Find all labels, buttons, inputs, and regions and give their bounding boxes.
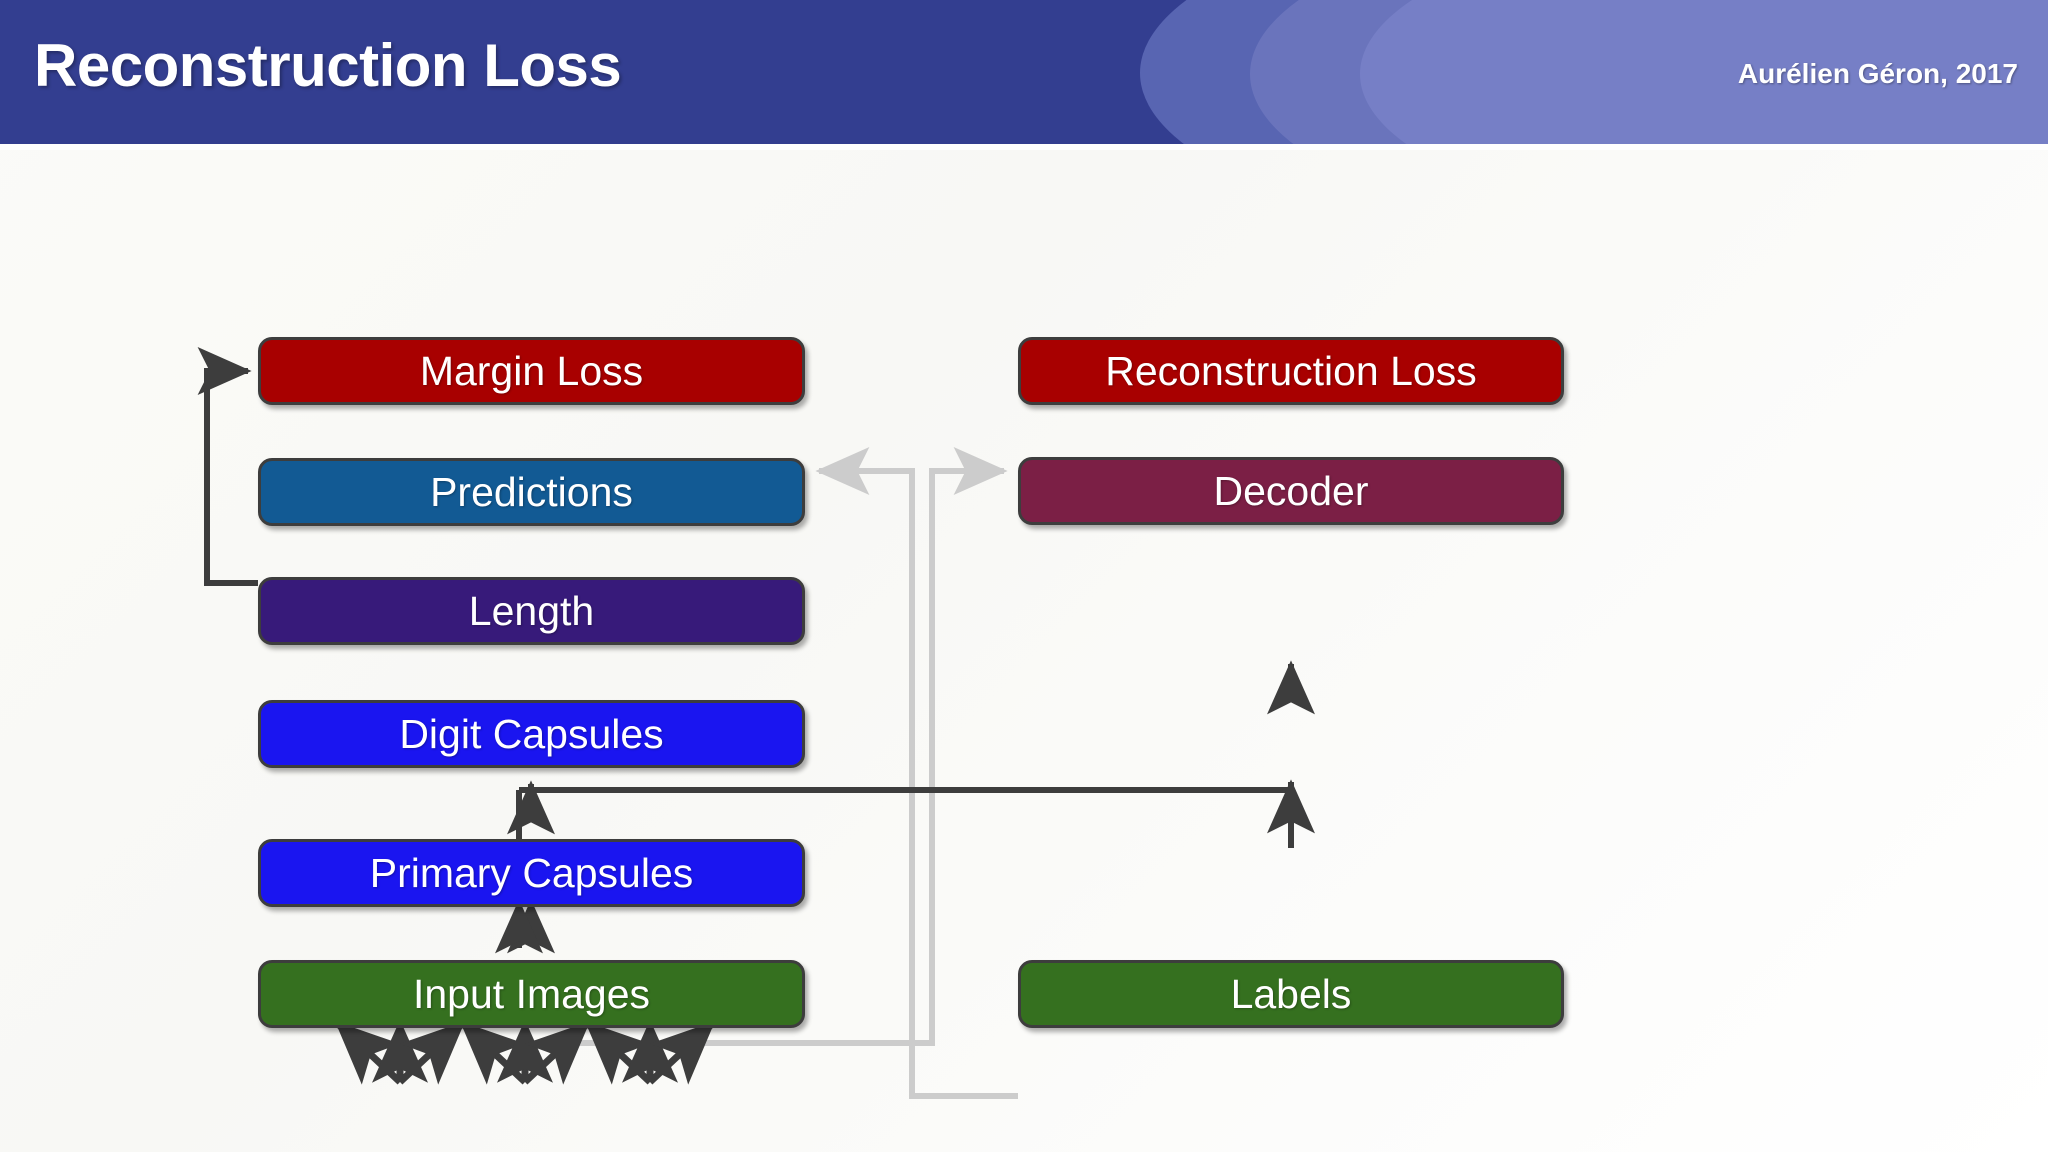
node-primary-capsules-label: Primary Capsules	[369, 849, 694, 896]
edge-labels-to-margin-loss	[815, 447, 1018, 1099]
edge-input-images-to-reconstruction-loss	[531, 447, 1008, 1046]
header-divider	[0, 144, 2048, 150]
node-decoder[interactable]: Decoder	[1018, 457, 1564, 525]
node-reconstruction-loss[interactable]: Reconstruction Loss	[1018, 337, 1564, 405]
node-predictions-label: Predictions	[430, 468, 633, 515]
node-length-label: Length	[468, 587, 595, 634]
slide-header: Reconstruction Loss Aurélien Géron, 2017	[0, 0, 2048, 148]
attribution-text: Aurélien Géron, 2017	[1737, 58, 2018, 89]
node-input-images[interactable]: Input Images	[258, 960, 805, 1028]
node-digit-capsules[interactable]: Digit Capsules	[258, 700, 805, 768]
flowchart-diagram: Margin Loss Predictions Length Digit Cap…	[0, 148, 2048, 1152]
node-decoder-label: Decoder	[1213, 467, 1369, 514]
edge-length-to-margin-loss	[197, 347, 258, 586]
node-input-images-label: Input Images	[412, 970, 651, 1017]
edge-primary-capsules-to-digit-capsules	[334, 1019, 716, 1085]
page-title: Reconstruction Loss	[34, 32, 622, 99]
flowchart-edges	[197, 347, 1315, 1099]
node-labels-label: Labels	[1230, 970, 1352, 1017]
node-margin-loss[interactable]: Margin Loss	[258, 337, 805, 405]
node-reconstruction-loss-label: Reconstruction Loss	[1105, 347, 1477, 394]
node-predictions[interactable]: Predictions	[258, 458, 805, 526]
node-primary-capsules[interactable]: Primary Capsules	[258, 839, 805, 907]
header-swoosh-3	[1360, 0, 2048, 148]
node-labels[interactable]: Labels	[1018, 960, 1564, 1028]
node-digit-capsules-label: Digit Capsules	[399, 710, 664, 757]
node-length[interactable]: Length	[258, 577, 805, 645]
node-margin-loss-label: Margin Loss	[419, 347, 644, 394]
